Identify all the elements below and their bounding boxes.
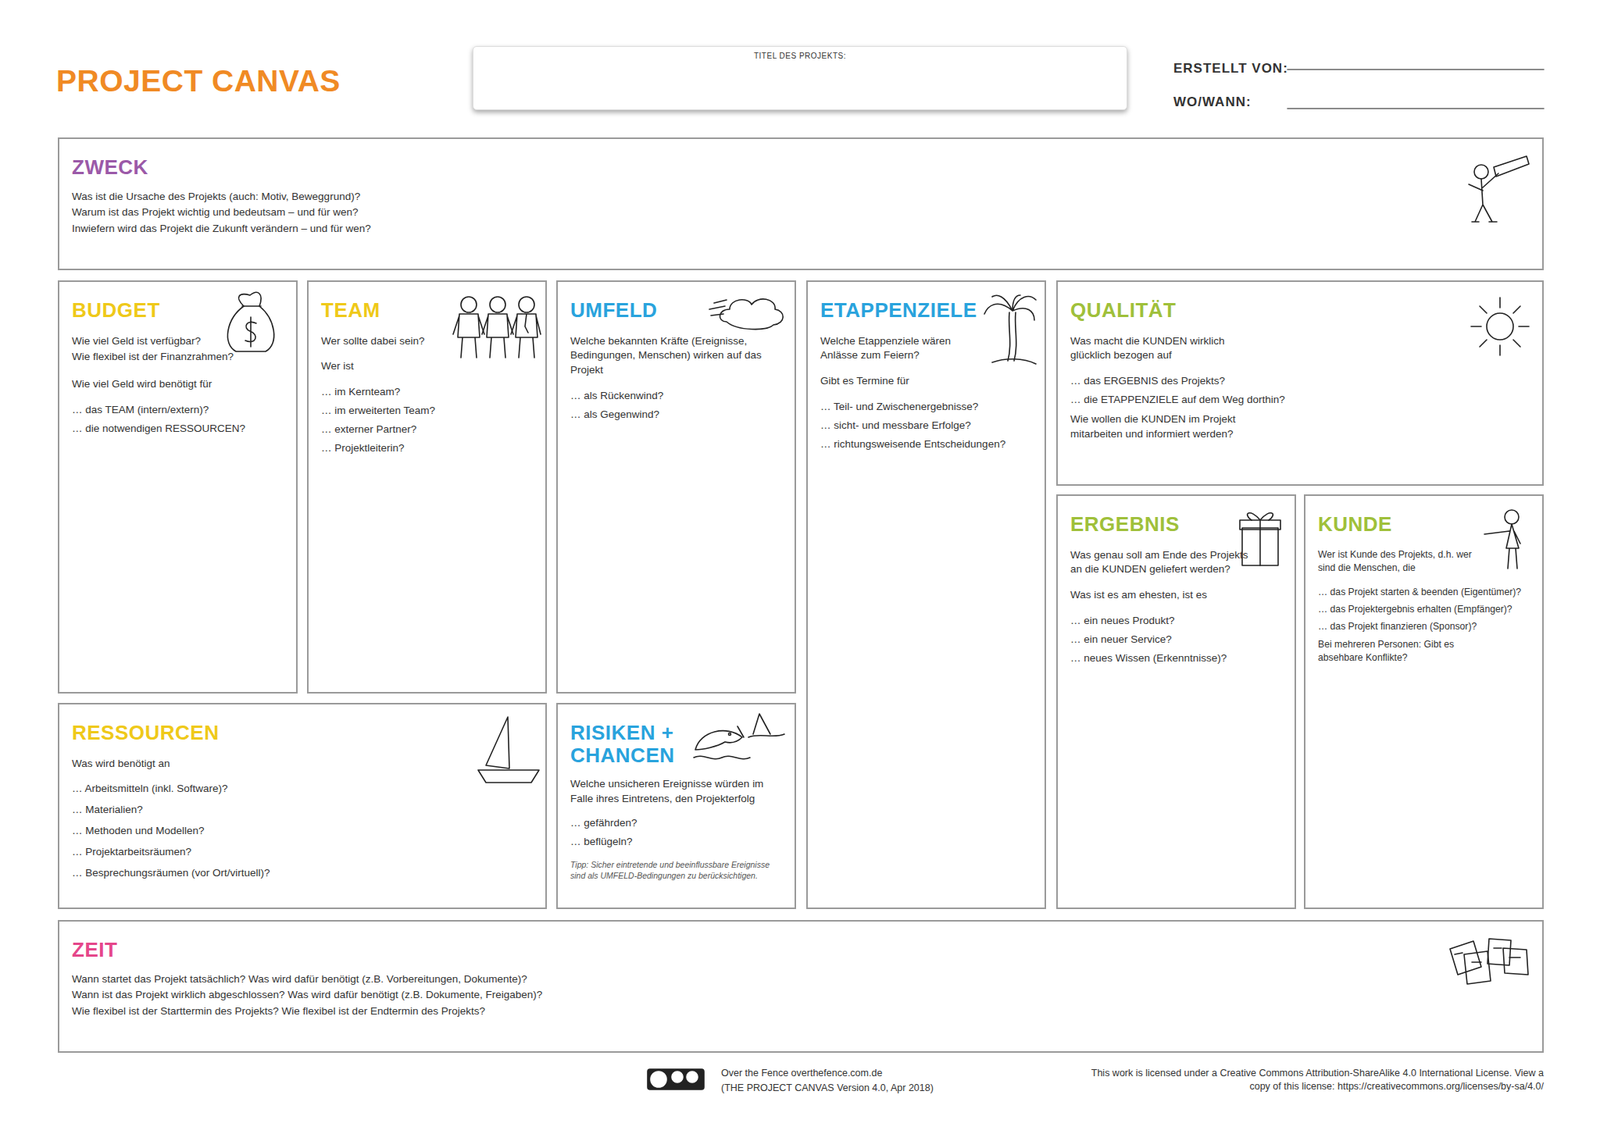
guiding-question: … als Rückenwind? bbox=[570, 389, 783, 404]
guiding-question: Welche bekannten Kräfte (Ereignisse, Bed… bbox=[570, 334, 762, 379]
guiding-question: Wie flexibel ist der Starttermin des Pro… bbox=[71, 1004, 1530, 1020]
guiding-question: Wer ist bbox=[321, 359, 533, 375]
result-section: ERGEBNIS Was genau soll am Ende des Proje… bbox=[1056, 494, 1297, 910]
cloud-icon bbox=[709, 299, 783, 330]
sailboat-icon bbox=[478, 717, 540, 783]
guiding-question: … als Gegenwind? bbox=[570, 407, 783, 423]
section-heading: ERGEBNIS bbox=[1070, 513, 1283, 536]
guiding-question: … gefährden? bbox=[570, 816, 783, 832]
section-heading: RISIKEN + CHANCEN bbox=[570, 721, 704, 767]
guiding-question: Wer sollte dabei sein? bbox=[321, 334, 454, 350]
title-field: TITEL DES PROJEKTS: bbox=[472, 46, 1128, 111]
time-section: ZEIT Wann startet das Projekt tatsächlich… bbox=[57, 920, 1544, 1054]
guiding-question: … die ETAPPENZIELE auf dem Weg dorthin? bbox=[1070, 392, 1530, 408]
section-heading: BUDGET bbox=[71, 299, 284, 322]
telescope-figure bbox=[1468, 156, 1529, 222]
guiding-question: Wann ist das Projekt wirklich abgeschlos… bbox=[71, 988, 1530, 1004]
field-label: ERSTELLT VON: bbox=[1173, 60, 1289, 77]
guiding-question: Was ist es am ehesten, ist es bbox=[1070, 588, 1283, 604]
guiding-question: Warum ist das Projekt wichtig und bedeut… bbox=[71, 205, 1530, 221]
guiding-question: … Projektarbeitsräumen? bbox=[71, 845, 533, 861]
footer-credit: Over the Fence overthefence.com.de bbox=[721, 1067, 883, 1081]
guiding-question: Was genau soll am Ende des Projekts an d… bbox=[1070, 548, 1262, 579]
guiding-question: Wie viel Geld wird benötigt für bbox=[71, 377, 284, 393]
field-caption: TITEL DES PROJEKTS: bbox=[481, 51, 1119, 61]
guiding-question: Bei mehreren Personen: Gibt es absehbare… bbox=[1317, 638, 1486, 665]
guiding-question: Wer ist Kunde des Projekts, d.h. wer sin… bbox=[1317, 548, 1486, 575]
calendar-icon bbox=[1450, 939, 1529, 985]
quality-section: QUALITÄT Was macht die KUNDEN wirklich gl… bbox=[1056, 280, 1544, 486]
guiding-question: … beflügeln? bbox=[570, 835, 783, 850]
guiding-question: Welche unsicheren Ereignisse würden im F… bbox=[570, 777, 778, 808]
guiding-question: Wie flexibel ist der Finanzrahmen? bbox=[71, 350, 284, 365]
guiding-question: … neues Wissen (Erkenntnisse)? bbox=[1070, 651, 1283, 667]
purpose-section: ZWECK Was ist die Ursache des Projekts (a… bbox=[57, 137, 1544, 271]
team-section: TEAM Wer sollte dabei sein? Wer ist … im Ke… bbox=[307, 280, 547, 694]
customer-section: KUNDE Wer ist Kunde des Projekts, d.h. we… bbox=[1303, 494, 1544, 910]
guiding-question: Gibt es Termine für bbox=[820, 374, 1033, 390]
guiding-question: … ein neues Produkt? bbox=[1070, 614, 1283, 629]
page-title: PROJECT CANVAS bbox=[56, 64, 341, 99]
footer-version: (THE PROJECT CANVAS Version 4.0, Apr 201… bbox=[721, 1082, 934, 1096]
guiding-question: Was wird benötigt an bbox=[71, 757, 533, 772]
milestones-section: ETAPPENZIELE Welche Etappenziele wären An… bbox=[806, 280, 1047, 910]
guiding-question: … das Projekt starten & beenden (Eigentü… bbox=[1317, 585, 1530, 600]
dolphin-shark-icon bbox=[693, 714, 785, 760]
guiding-question: … Arbeitsmitteln (inkl. Software)? bbox=[71, 782, 533, 797]
resources-section: RESSOURCEN Was wird benötigt an … Arbeitsm… bbox=[57, 703, 547, 910]
guiding-question: … richtungsweisende Entscheidungen? bbox=[820, 437, 1033, 453]
customer-figure bbox=[1484, 510, 1521, 569]
guiding-question: … Besprechungsräumen (vor Ort/virtuell)? bbox=[71, 866, 533, 882]
signature-line bbox=[1287, 107, 1544, 110]
sun-icon bbox=[1471, 297, 1529, 356]
guiding-question: … das Projekt finanzieren (Sponsor)? bbox=[1317, 620, 1530, 634]
guiding-question: Was macht die KUNDEN wirklich glücklich … bbox=[1070, 334, 1247, 365]
field-label: WO/WANN: bbox=[1173, 94, 1252, 111]
license-note: This work is licensed under a Creative C… bbox=[1090, 1067, 1544, 1094]
guiding-question: Wann startet das Projekt tatsächlich? Wa… bbox=[71, 972, 1530, 988]
section-heading: ZEIT bbox=[71, 939, 1530, 962]
signature-line bbox=[1287, 68, 1544, 71]
guiding-question: Welche Etappenziele wären Anlässe zum Fe… bbox=[820, 334, 965, 365]
guiding-question: Wie wollen die KUNDEN im Projekt mitarbe… bbox=[1070, 412, 1258, 443]
section-heading: UMFELD bbox=[570, 299, 783, 322]
guiding-question: … die notwendigen RESSOURCEN? bbox=[71, 421, 284, 437]
environment-section: UMFELD Welche bekannten Kräfte (Ereigniss… bbox=[556, 280, 797, 694]
tip-note: Tipp: Sicher eintretende und beeinflussb… bbox=[570, 859, 783, 882]
guiding-question: … im erweiterten Team? bbox=[321, 403, 533, 419]
guiding-question: Was ist die Ursache des Projekts (auch: … bbox=[71, 189, 1530, 205]
section-heading: ETAPPENZIELE bbox=[820, 299, 1033, 322]
section-heading: RESSOURCEN bbox=[71, 721, 533, 745]
guiding-question: … das TEAM (intern/extern)? bbox=[71, 403, 284, 418]
palm-tree-icon bbox=[984, 295, 1036, 365]
guiding-question: … das ERGEBNIS des Projekts? bbox=[1070, 374, 1530, 390]
guiding-question: Inwiefern wird das Projekt die Zukunft v… bbox=[71, 221, 1530, 237]
budget-section: BUDGET Wie viel Geld ist verfügbar?Wie fl… bbox=[57, 280, 298, 694]
guiding-question: Wie viel Geld ist verfügbar? bbox=[71, 334, 229, 350]
team-figures-icon bbox=[453, 296, 541, 358]
guiding-question: … Materialien? bbox=[71, 803, 533, 818]
section-heading: TEAM bbox=[321, 299, 533, 322]
guiding-question: … Projektleiterin? bbox=[321, 441, 533, 457]
guiding-question: … im Kernteam? bbox=[321, 385, 533, 400]
section-heading: ZWECK bbox=[71, 156, 1530, 179]
section-heading: QUALITÄT bbox=[1070, 299, 1530, 322]
guiding-question: … Teil- und Zwischenergebnisse? bbox=[820, 400, 1033, 415]
guiding-question: … sicht- und messbare Erfolge? bbox=[820, 418, 1033, 434]
guiding-question: … Methoden und Modellen? bbox=[71, 824, 533, 840]
guiding-question: … das Projektergebnis erhalten (Empfänge… bbox=[1317, 603, 1530, 617]
cc-license-badge bbox=[647, 1069, 704, 1090]
guiding-question: … externer Partner? bbox=[321, 422, 533, 438]
section-heading: KUNDE bbox=[1317, 513, 1530, 536]
risks-section: RISIKEN + CHANCEN Welche unsicheren Ereig… bbox=[556, 703, 797, 910]
money-bag-icon bbox=[227, 292, 274, 352]
guiding-question: … ein neuer Service? bbox=[1070, 632, 1283, 648]
